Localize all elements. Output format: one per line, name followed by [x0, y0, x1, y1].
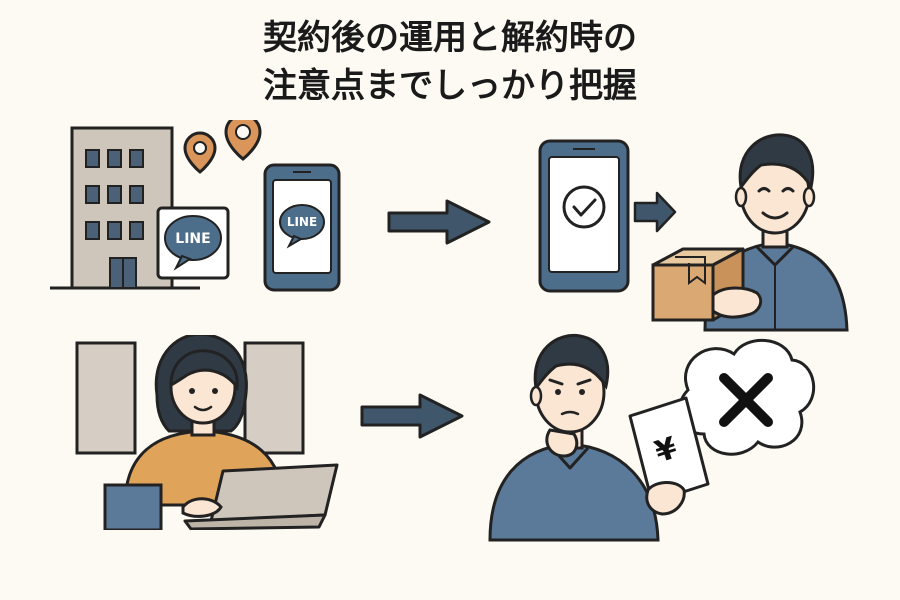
cancellation-scene: ¥ [488, 333, 816, 542]
office-building-icon [70, 126, 174, 290]
hand-icon [545, 428, 579, 458]
line-phone-label: LINE [287, 215, 317, 229]
map-pin-icon [224, 120, 262, 161]
hand-icon [181, 497, 223, 518]
thought-bubble [650, 339, 816, 470]
laptop-icon [183, 463, 339, 530]
title-line-2: 注意点までしっかり把握 [263, 66, 637, 106]
title-line-1: 契約後の運用と解約時の [263, 18, 637, 58]
receipt-icon: ¥ [628, 396, 710, 504]
right-arrow-icon [387, 199, 491, 245]
right-arrow-icon [360, 393, 464, 439]
window-panel [243, 341, 305, 455]
line-sign-icon: LINE [156, 206, 230, 280]
right-arrow-icon [633, 191, 677, 233]
chair-back [103, 483, 163, 530]
page-title: 契約後の運用と解約時の 注意点までしっかり把握 [0, 14, 900, 110]
map-pin-icon [183, 131, 217, 174]
window-panel [75, 341, 137, 455]
line-sign-label: LINE [175, 231, 210, 247]
cross-icon [719, 373, 773, 427]
hand-icon [711, 286, 763, 319]
store-line-scene: LINE LINE [50, 120, 341, 292]
laptop-user-scene [75, 335, 339, 530]
delivery-scene [538, 133, 849, 332]
smartphone-icon: LINE [263, 163, 341, 292]
hand-icon [645, 481, 686, 516]
check-phone-icon [538, 139, 630, 293]
check-icon [562, 185, 606, 229]
